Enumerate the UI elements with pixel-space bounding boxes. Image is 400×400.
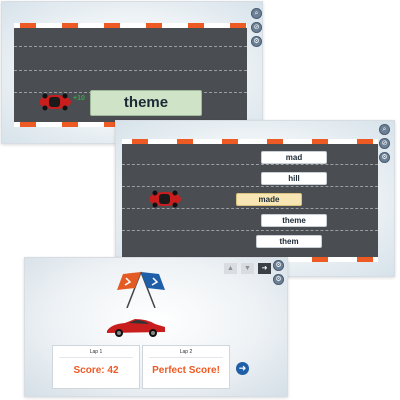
eye-slash-icon[interactable]: ⊘ [251, 22, 262, 33]
audio-settings-icon[interactable]: ⚙ [379, 152, 390, 163]
lane-line [122, 186, 378, 187]
curb-top [122, 139, 378, 144]
word-option[interactable]: theme [261, 214, 327, 227]
divider [149, 357, 223, 358]
lap-result-card: Lap 2 Perfect Score! [142, 345, 230, 389]
lap-result-card: Lap 1 Score: 42 [52, 345, 140, 389]
zoom-icon[interactable]: ⌕ [251, 8, 262, 19]
lap-label: Lap 2 [179, 349, 193, 355]
audio-settings-icon[interactable]: ⚙ [251, 36, 262, 47]
side-toolbar: ⌕ ⊘ ⚙ [379, 124, 390, 163]
player-car [148, 190, 182, 208]
audio-settings-icon[interactable]: ⚙ [273, 260, 284, 271]
lap-score: Score: 42 [73, 365, 119, 376]
arrow-up-icon[interactable]: ▲ [224, 263, 237, 274]
zoom-icon[interactable]: ⌕ [379, 124, 390, 135]
game-screen-2: mad hill made theme them ⌕ ⊘ ⚙ [115, 120, 395, 277]
points-earned: +10 [73, 95, 85, 102]
word-option[interactable]: them [256, 235, 322, 248]
lane-line [122, 230, 378, 231]
lap-score: Perfect Score! [152, 365, 220, 376]
results-screen: Lap 1 Score: 42 Lap 2 Perfect Score! ➜ ⚙… [24, 257, 288, 397]
word-option[interactable]: hill [261, 172, 327, 185]
divider [59, 357, 133, 358]
audio-settings-icon[interactable]: ⚙ [273, 274, 284, 285]
arrow-down-icon[interactable]: ▼ [241, 263, 254, 274]
curb-top [14, 23, 247, 28]
lane-line [122, 164, 378, 165]
checkered-flags-icon [117, 271, 165, 308]
target-word[interactable]: theme [90, 90, 202, 116]
next-icon[interactable]: ➜ [258, 263, 271, 274]
side-toolbar: ⚙ ⚙ [273, 260, 284, 285]
lane-line [14, 70, 247, 71]
race-car-icon [107, 319, 165, 337]
arrow-right-icon[interactable]: ➜ [236, 362, 249, 375]
word-option-selected[interactable]: made [236, 193, 302, 206]
eye-slash-icon[interactable]: ⊘ [379, 138, 390, 149]
lane-line [14, 46, 247, 47]
word-option[interactable]: mad [261, 151, 327, 164]
lane-line [122, 208, 378, 209]
player-car [38, 93, 72, 111]
lap-label: Lap 1 [89, 349, 103, 355]
side-toolbar: ⌕ ⊘ ⚙ [251, 8, 262, 47]
